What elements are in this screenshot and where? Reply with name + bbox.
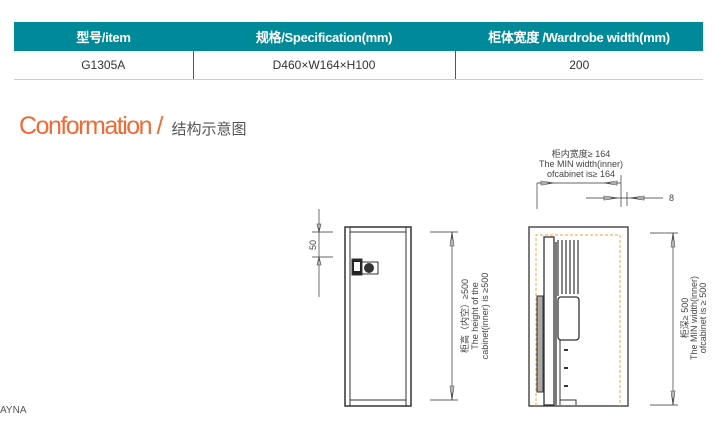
comb-rack [557,240,579,296]
side-cabinet [528,226,629,407]
width-label-1: 柜内宽度≥ 164 [552,148,610,159]
width-label-2: The MIN width(inner) [539,159,623,169]
section-slash: / [156,112,164,140]
lock-icon [351,258,379,276]
cell-item: G1305A [14,51,193,80]
table-row: G1305A D460×W164×H100 200 [14,51,703,80]
height-label-3: cabinet(inner) is ≥500 [480,273,490,359]
spec-table: 型号/item 规格/Specification(mm) 柜体宽度 /Wardr… [14,22,703,80]
height-label-2: The height of the [470,282,480,350]
dimension-height: 柜高（内空）≥500 The height of the cabinet(inn… [430,231,490,401]
table-header-row: 型号/item 规格/Specification(mm) 柜体宽度 /Wardr… [14,22,703,51]
gap-label: 8 [669,193,674,203]
cell-spec: D460×W164×H100 [192,51,455,80]
footer-brand: AYNA [0,405,27,416]
depth-label-2: The MIN width(inner) [689,276,699,360]
dimension-depth: 柜深≥ 500 The MIN width(inner) ofcabinet i… [650,232,708,406]
header-spec: 规格/Specification(mm) [193,22,455,51]
dimension-gap: 8 [586,192,674,206]
height-label-1: 柜高（内空）≥500 [459,279,470,353]
cell-width: 200 [454,51,703,80]
header-width: 柜体宽度 /Wardrobe width(mm) [455,22,703,51]
section-title-en: Conformation [19,112,153,140]
depth-label-1: 柜深≥ 500 [679,298,690,338]
section-title: Conformation / 结构示意图 [19,112,246,141]
header-item: 型号/item [14,22,193,51]
dimension-50: 50 [308,209,333,297]
depth-label-3: ofcabinet is ≥ 500 [698,283,708,353]
section-subtitle: 结构示意图 [171,121,247,138]
front-cabinet [344,226,412,407]
dim-50-label: 50 [308,240,318,250]
width-label-3: ofcabinet is≥ 164 [547,169,615,179]
dimension-width: 柜内宽度≥ 164 The MIN width(inner) ofcabinet… [536,148,623,209]
